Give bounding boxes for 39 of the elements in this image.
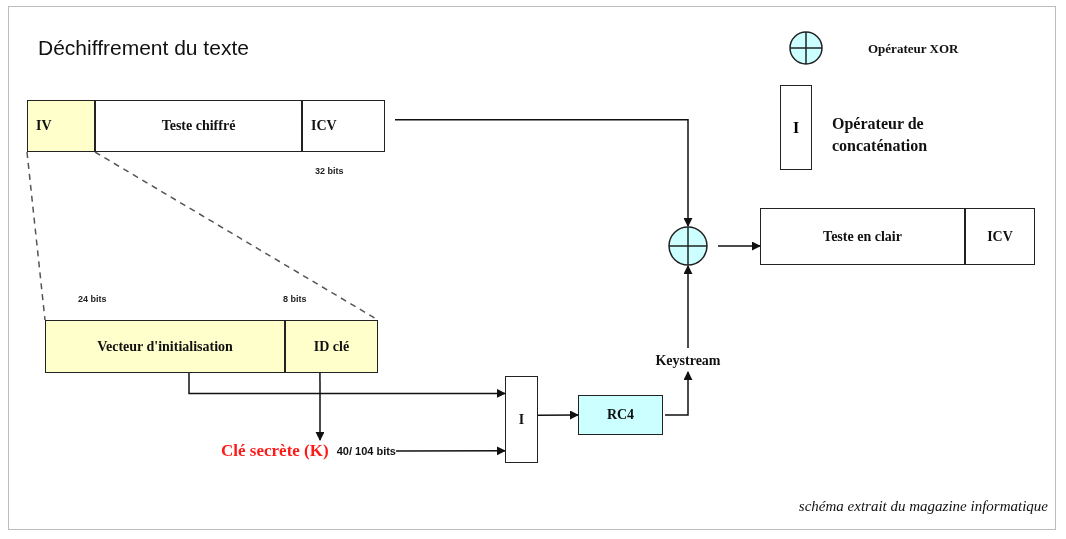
legend-text: Opérateur XOR	[868, 40, 960, 58]
title: Déchiffrement du texte	[38, 36, 249, 60]
field-box	[302, 100, 385, 152]
arrow	[717, 241, 761, 251]
field-box	[965, 208, 1035, 265]
box-text: ICV	[311, 118, 337, 134]
bit-size-label: 32 bits	[315, 166, 344, 176]
arrow	[664, 371, 693, 416]
xor-circle	[668, 226, 708, 266]
arrow	[395, 446, 506, 456]
bit-size-label: 8 bits	[283, 294, 307, 304]
bit-size-note: 40/ 104 bits	[336, 445, 396, 457]
dashed-line	[26, 151, 46, 321]
field-box	[27, 100, 95, 152]
arrow	[394, 119, 693, 227]
box-text: I	[518, 411, 525, 428]
field-box	[760, 208, 965, 265]
box-text: Teste en clair	[823, 228, 902, 245]
arrow	[188, 372, 506, 398]
concat-box	[505, 376, 538, 463]
box-text: ID clé	[313, 338, 350, 355]
box-text: Teste chiffré	[161, 118, 236, 134]
bit-size-label: 24 bits	[78, 294, 107, 304]
box-text: Vecteur d'initialisation	[97, 338, 233, 355]
arrow	[683, 265, 693, 349]
arrow	[537, 410, 579, 420]
stream-label: Keystream	[655, 353, 721, 369]
caption: schéma extrait du magazine informatique	[798, 498, 1048, 515]
box-text: IV	[36, 118, 52, 134]
box-text: ICV	[987, 228, 1013, 245]
process-box	[578, 395, 663, 435]
key-label: Clé secrète (K)	[221, 441, 329, 461]
legend-text: Opérateur de concaténation	[832, 114, 929, 156]
field-box	[45, 320, 285, 373]
concat-symbol-box: I	[780, 85, 812, 170]
field-box	[95, 100, 302, 152]
field-box	[285, 320, 378, 373]
arrow	[315, 372, 325, 441]
box-text: RC4	[606, 407, 635, 423]
